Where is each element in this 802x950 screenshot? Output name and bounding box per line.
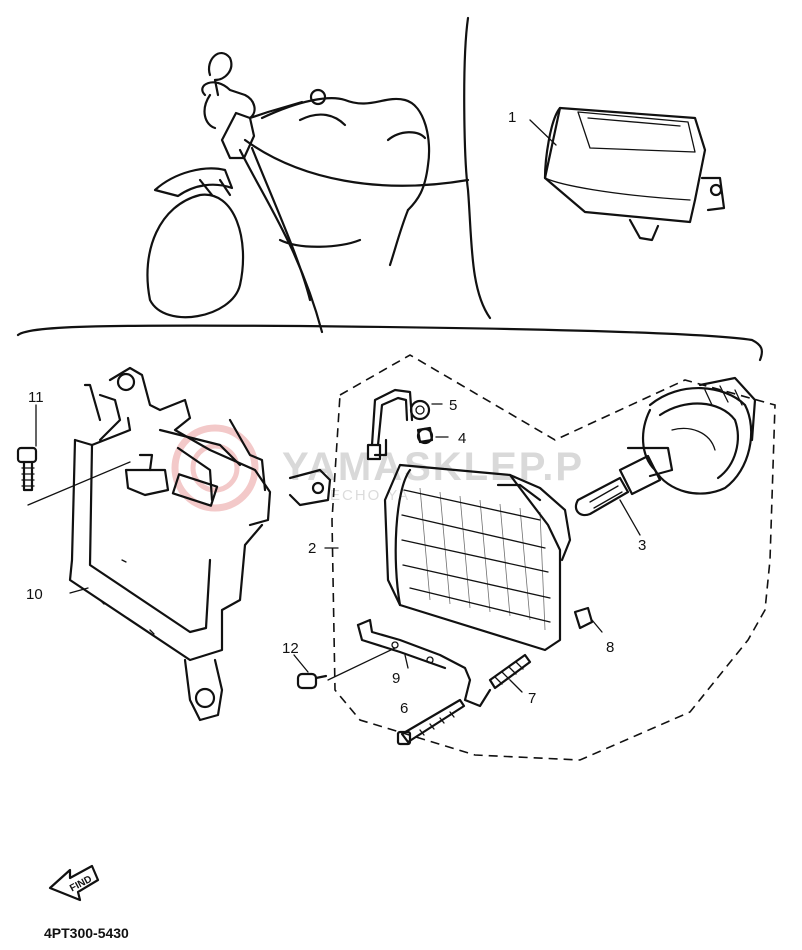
watermark-subtext: ECHO YA: [330, 487, 410, 504]
callout-7: 7: [528, 690, 536, 707]
part-5-socket: [409, 399, 431, 421]
callout-3: 3: [638, 537, 646, 554]
leader-1: [529, 119, 557, 146]
leader-11b: [27, 461, 131, 506]
part-10-headlight-bracket: [68, 366, 332, 722]
leader-8: [591, 619, 603, 633]
part-3-socket-cover: [641, 376, 757, 495]
leader-12b: [327, 647, 396, 681]
leader-12: [293, 654, 309, 673]
leader-9: [404, 654, 409, 669]
part-7-adjust-screw: [488, 653, 532, 690]
part-4-bulb: [416, 426, 434, 445]
part-6-long-screw: [396, 698, 466, 746]
callout-4: 4: [458, 430, 466, 447]
part-11-screw: [16, 446, 38, 492]
part-12-screw: [296, 672, 328, 690]
group-bracket: [16, 324, 763, 362]
part-code: 4PT300-5430: [44, 925, 129, 941]
part-2-headlight-unit: [366, 388, 572, 652]
callout-5: 5: [449, 397, 457, 414]
separator-line: [463, 16, 492, 320]
motorcycle-sketch: [146, 51, 470, 334]
callout-9: 9: [392, 670, 400, 687]
part-1-meter-assembly: [543, 106, 726, 242]
callout-12: 12: [282, 640, 299, 657]
leader-10: [69, 587, 89, 594]
part-3-bulb: [574, 446, 674, 517]
callout-8: 8: [606, 639, 614, 656]
leader-7: [509, 679, 523, 693]
headlight-assembly-boundary: [331, 354, 776, 761]
leader-3: [619, 499, 641, 536]
part-9-bracket: [356, 618, 492, 708]
callout-1: 1: [508, 109, 516, 126]
callout-2: 2: [308, 540, 316, 557]
callout-11: 11: [28, 389, 44, 406]
callout-6: 6: [400, 700, 408, 717]
part-8-nut: [573, 606, 594, 630]
find-arrow-icon: FIND: [48, 864, 100, 902]
callout-10: 10: [26, 586, 43, 603]
